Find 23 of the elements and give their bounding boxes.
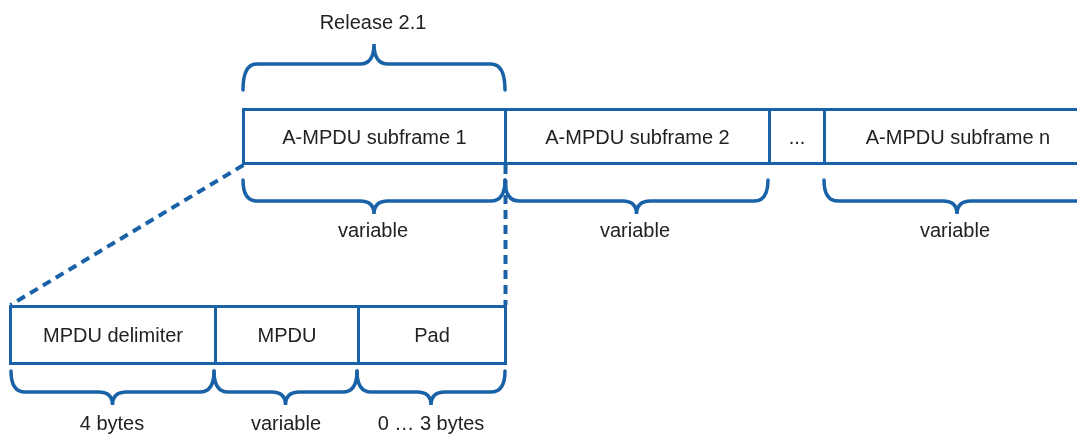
frame-field-box (504, 108, 771, 165)
field-label: A-MPDU subframe 1 (282, 124, 467, 150)
frame-field-box (242, 108, 507, 165)
frame-field-box (214, 305, 360, 365)
dashed-connector (503, 165, 508, 305)
field-label: ... (788, 124, 806, 150)
size-label: variable (598, 218, 671, 242)
size-label: Release 2.1 (318, 10, 428, 34)
field-label: A-MPDU subframe n (865, 124, 1051, 150)
size-label: 0 … 3 bytes (376, 411, 486, 435)
field-label: MPDU (257, 323, 317, 348)
frame-field-box (9, 305, 217, 365)
dashed-connector (9, 163, 245, 307)
field-label: A-MPDU subframe 2 (545, 124, 730, 150)
field-label: Pad (414, 323, 450, 348)
field-label: MPDU delimiter (43, 323, 183, 348)
size-label: variable (918, 218, 991, 242)
size-label: variable (336, 218, 409, 242)
frame-field-box (768, 108, 826, 165)
size-label: 4 bytes (78, 411, 146, 435)
frame-field-box (357, 305, 507, 365)
size-label: variable (249, 411, 322, 435)
frame-field-box (823, 108, 1077, 165)
